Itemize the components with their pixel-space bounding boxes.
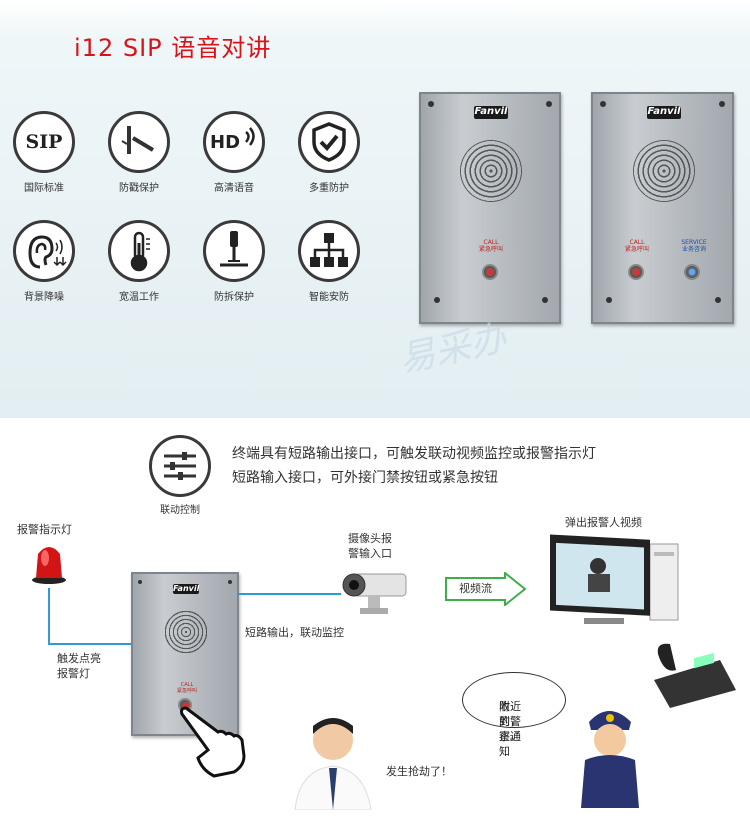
sip-icon: SIP — [13, 111, 75, 173]
screwdriver-icon — [203, 220, 265, 282]
linkage-control-icon — [149, 435, 211, 497]
service-button[interactable] — [684, 264, 700, 280]
connector-line — [237, 593, 341, 595]
connector-line — [48, 643, 132, 645]
page-title: i12 SIP 语音对讲 — [74, 34, 272, 62]
feature-label: 多重防护 — [309, 183, 349, 194]
brand-logo: Fanvil — [474, 106, 508, 119]
feature-hd-voice: HD 高清语音 — [194, 111, 274, 194]
shield-check-icon — [298, 111, 360, 173]
anti-poke-icon — [108, 111, 170, 173]
robbery-label: 发生抢劫了！ — [386, 765, 452, 778]
screw — [600, 101, 606, 107]
linkage-line-1: 终端具有短路输出接口，可触发联动视频监控或报警指示灯 — [232, 446, 596, 462]
feature-smart-security: 智能安防 — [289, 220, 369, 303]
call-button[interactable] — [628, 264, 644, 280]
short-output-label: 短路输出，联动监控 — [245, 626, 344, 639]
linkage-label: 联动控制 — [160, 505, 200, 516]
alarm-light-icon — [30, 540, 68, 584]
screw — [434, 297, 440, 303]
linkage-line-2: 短路输入接口，可外接门禁按钮或紧急按钮 — [232, 470, 498, 486]
trigger-label: 触发点亮报警灯 — [57, 652, 101, 680]
screw — [715, 297, 721, 303]
camera-label: 摄像头报警输入口 — [348, 532, 392, 560]
speaker-grille — [460, 140, 522, 202]
call-button[interactable] — [482, 264, 498, 280]
feature-label: 防戳保护 — [119, 183, 159, 194]
feature-anti-tamper: 防拆保护 — [194, 220, 274, 303]
speech-bubble: 收到，正通知附近的警察。 — [462, 672, 566, 758]
thermometer-icon — [108, 220, 170, 282]
network-icon — [298, 220, 360, 282]
feature-label: 国际标准 — [24, 183, 64, 194]
security-camera-icon — [340, 566, 410, 616]
brand-logo: Fanvil — [647, 106, 681, 119]
police-figure-icon — [575, 700, 645, 810]
screw — [428, 101, 434, 107]
speaker-grille — [633, 140, 695, 202]
screw — [719, 101, 725, 107]
hd-voice-icon: HD — [203, 111, 265, 173]
ear-noise-icon — [13, 220, 75, 282]
alarm-light-label: 报警指示灯 — [17, 523, 72, 536]
feature-label: 背景降噪 — [24, 292, 64, 303]
connector-line — [48, 588, 50, 645]
screw — [606, 297, 612, 303]
screw — [228, 580, 232, 584]
screw — [546, 101, 552, 107]
hand-pointer-icon — [178, 700, 256, 778]
screw — [542, 297, 548, 303]
video-stream-arrow: 视频流 — [445, 572, 527, 606]
victim-figure-icon — [285, 706, 380, 811]
monitor-computer-icon — [540, 530, 690, 630]
feature-label: 宽温工作 — [119, 292, 159, 303]
feature-label: 高清语音 — [214, 183, 254, 194]
popup-video-label: 弹出报警人视频 — [565, 516, 642, 529]
feature-label: 智能安防 — [309, 292, 349, 303]
ip-phone-icon — [650, 640, 740, 710]
feature-multi-protect: 多重防护 — [289, 111, 369, 194]
feature-label: 防拆保护 — [214, 292, 254, 303]
brand-logo: Fanvil — [173, 584, 200, 594]
feature-anti-poke: 防戳保护 — [99, 111, 179, 194]
feature-wide-temp: 宽温工作 — [99, 220, 179, 303]
feature-noise: 背景降噪 — [4, 220, 84, 303]
feature-sip: SIP 国际标准 — [4, 111, 84, 194]
speaker-grille — [164, 610, 208, 654]
screw — [138, 580, 142, 584]
